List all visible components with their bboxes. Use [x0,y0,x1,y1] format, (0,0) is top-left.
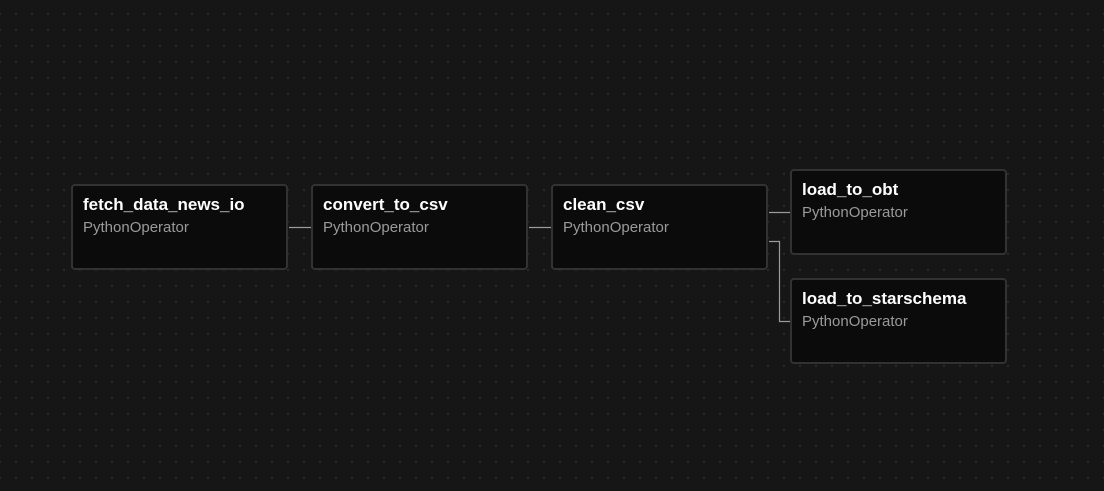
task-title: load_to_starschema [802,289,967,308]
task-title: fetch_data_news_io [83,195,245,214]
task-operator-type: PythonOperator [802,313,908,330]
task-operator-type: PythonOperator [83,219,189,236]
task-title: clean_csv [563,195,645,214]
edge-clean-to-load-starschema [769,240,791,323]
task-node-convert-to-csv[interactable]: convert_to_csv PythonOperator [311,184,528,270]
task-node-load-to-starschema[interactable]: load_to_starschema PythonOperator [790,278,1007,364]
task-operator-type: PythonOperator [323,219,429,236]
task-node-clean-csv[interactable]: clean_csv PythonOperator [551,184,768,270]
task-operator-type: PythonOperator [563,219,669,236]
task-node-fetch-data-news-io[interactable]: fetch_data_news_io PythonOperator [71,184,288,270]
task-operator-type: PythonOperator [802,204,908,221]
task-title: convert_to_csv [323,195,448,214]
task-title: load_to_obt [802,180,899,199]
task-node-load-to-obt[interactable]: load_to_obt PythonOperator [790,169,1007,255]
